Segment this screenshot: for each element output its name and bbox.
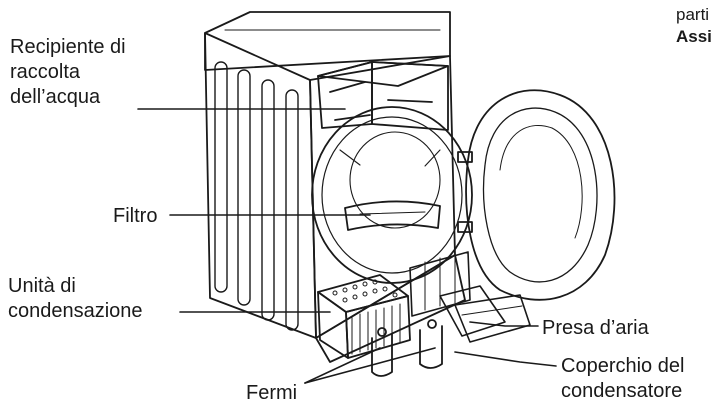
door-glass-inner [499, 124, 583, 239]
water-container-drawer [317, 61, 449, 131]
drum-rib-1 [339, 149, 361, 166]
label-condenser-unit: Unità di condensazione [8, 274, 143, 324]
drum-rib-2 [424, 149, 441, 167]
label-latches: Fermi [246, 382, 298, 404]
label-water-container-line3: dell’acqua [10, 86, 101, 108]
lint-filter [344, 200, 441, 231]
door-hinge-top [457, 151, 473, 163]
label-water-container: Recipiente di raccolta dell’acqua [10, 35, 126, 110]
drawer-handle [387, 99, 433, 103]
door-glass [482, 107, 598, 283]
label-water-container-line2: raccolta [10, 61, 81, 83]
lint-filter-mesh [359, 211, 426, 215]
side-grooves [214, 61, 299, 331]
leader-latch-1 [304, 347, 381, 384]
condenser-handle-right [419, 325, 443, 369]
dryer-front [309, 55, 456, 339]
air-intake-grille [439, 285, 506, 337]
door-ring-outer [311, 106, 473, 284]
door-hinge-bottom [457, 221, 473, 233]
drum-back [349, 131, 441, 229]
corner-text: parti Assi [676, 4, 712, 48]
corner-text-line1: parti [676, 5, 710, 24]
label-condenser-unit-line1: Unità di [8, 275, 76, 297]
groove-2 [237, 69, 251, 306]
groove-4 [285, 89, 299, 331]
housing-recess [409, 251, 471, 317]
leader-latch-2 [304, 347, 436, 384]
drawer-inner [329, 81, 366, 93]
latch-2-icon [427, 319, 437, 329]
label-water-container-line1: Recipiente di [10, 36, 126, 58]
label-filter: Filtro [113, 205, 158, 227]
label-condenser-cover: Coperchio del condensatore [561, 354, 684, 404]
condenser-cover-panel [454, 294, 531, 343]
condenser-housing [409, 251, 531, 343]
dryer-top [204, 11, 451, 71]
drawer-side [317, 61, 373, 129]
groove-1 [214, 61, 228, 293]
leader-condenser-cover [454, 351, 557, 367]
drum-opening [311, 106, 473, 284]
dryer-plinth [315, 254, 466, 363]
dryer-body [204, 11, 466, 363]
dryer-door [457, 89, 616, 301]
groove-3 [261, 79, 275, 321]
condenser-handle-left [371, 333, 393, 377]
door-ring-inner [321, 116, 463, 274]
label-air-intake: Presa d’aria [542, 317, 649, 339]
condenser-vents [332, 279, 398, 303]
leader-lines [137, 108, 557, 384]
corner-text-line2: Assi [676, 27, 712, 46]
latch-1-icon [377, 327, 387, 337]
condenser-fins [351, 303, 401, 355]
door-outer [465, 89, 616, 301]
condenser-side [317, 291, 349, 359]
cover-edge [461, 305, 523, 316]
condenser-unit [317, 274, 443, 377]
label-condenser-cover-line2: condensatore [561, 380, 683, 402]
label-condenser-cover-line1: Coperchio del [561, 355, 685, 377]
label-condenser-unit-line2: condensazione [8, 300, 143, 322]
